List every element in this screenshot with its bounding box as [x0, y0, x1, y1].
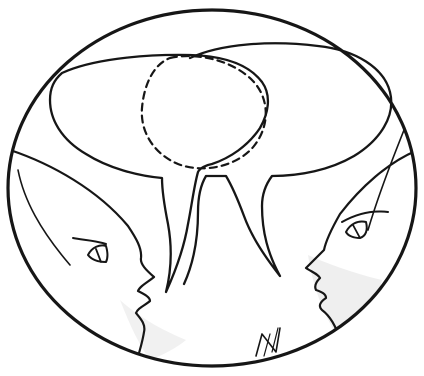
overlap-dashed-bubble-icon	[142, 56, 266, 168]
artist-signature-icon	[256, 328, 280, 356]
left-speech-bubble-icon	[50, 55, 268, 292]
left-face-profile-icon	[10, 150, 154, 370]
shading	[120, 255, 382, 360]
